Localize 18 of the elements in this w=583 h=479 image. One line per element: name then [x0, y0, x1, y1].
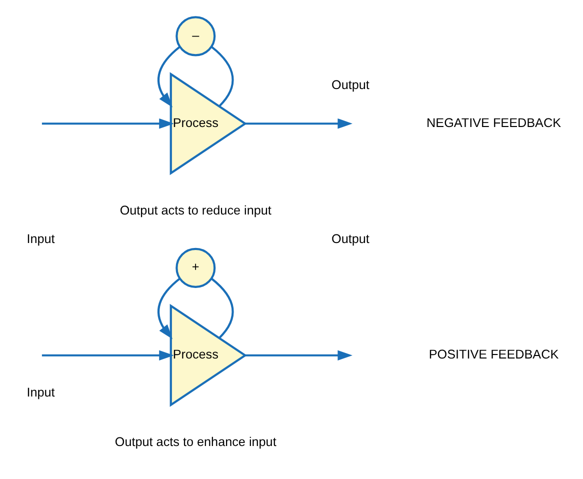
label: Output acts to reduce input	[120, 203, 272, 218]
label: Output	[332, 78, 370, 92]
arrow	[42, 118, 174, 129]
arrow	[157, 278, 180, 340]
label: Input	[26, 386, 55, 400]
label: Output acts to enhance input	[114, 435, 276, 450]
label: Input	[26, 232, 55, 246]
arrow	[245, 118, 352, 129]
arrow	[245, 350, 352, 361]
arrow	[157, 46, 180, 108]
connector	[210, 278, 234, 339]
node-circle: +	[176, 248, 216, 288]
label: NEGATIVE FEEDBACK	[426, 116, 562, 130]
label: POSITIVE FEEDBACK	[428, 348, 559, 362]
label: Output	[332, 232, 370, 246]
connector	[210, 46, 234, 107]
arrow	[42, 350, 174, 361]
node-circle: –	[176, 16, 216, 56]
